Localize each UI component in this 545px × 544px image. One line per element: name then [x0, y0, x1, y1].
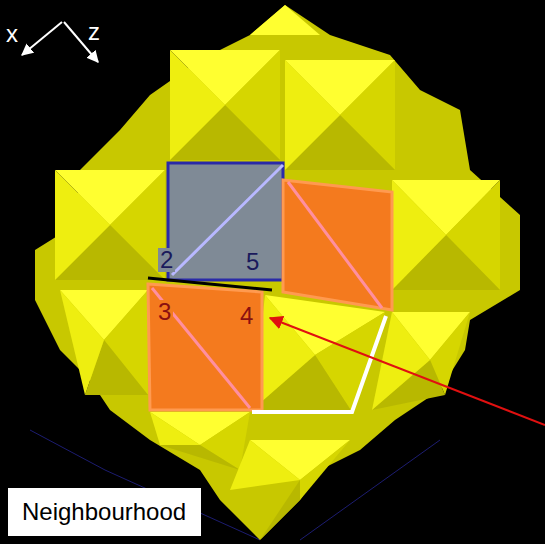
pyramid-face [170, 50, 225, 160]
callout-number: 2 [158, 248, 175, 272]
pyramid-face [160, 445, 240, 470]
orange-square [148, 284, 262, 410]
white-edge [252, 316, 386, 412]
callout-number: 4 [238, 304, 255, 328]
pyramid-face [150, 412, 200, 445]
blue-square [168, 163, 283, 280]
orange-square [283, 180, 392, 310]
cluster-silhouette [35, 5, 520, 540]
axis-label: z [86, 20, 102, 44]
pointer-arrow [270, 318, 545, 425]
pyramids [55, 5, 500, 540]
orange-diagonal [152, 288, 250, 408]
blue-diagonal [172, 165, 283, 275]
pyramid-face [260, 480, 300, 540]
pyramid-face [300, 440, 350, 500]
legend-box: Neighbourhood [8, 488, 201, 536]
pyramid-face [60, 290, 104, 395]
callout-number: 5 [244, 250, 261, 274]
pyramid-face [230, 440, 300, 490]
pyramid-face [250, 5, 320, 35]
pyramid-face [392, 180, 446, 290]
axis-arrows [22, 22, 98, 62]
pyramid-face [55, 170, 110, 280]
pyramid-face [285, 60, 340, 170]
shared-edge [148, 278, 272, 290]
highlighted-faces [148, 163, 392, 412]
callout-number: 3 [156, 300, 173, 324]
box-title: Neighbourhood [22, 498, 187, 526]
axis-arrow [22, 22, 62, 55]
orange-diagonal [288, 182, 382, 308]
guide-line [30, 430, 105, 470]
axis-label: x [4, 22, 20, 46]
